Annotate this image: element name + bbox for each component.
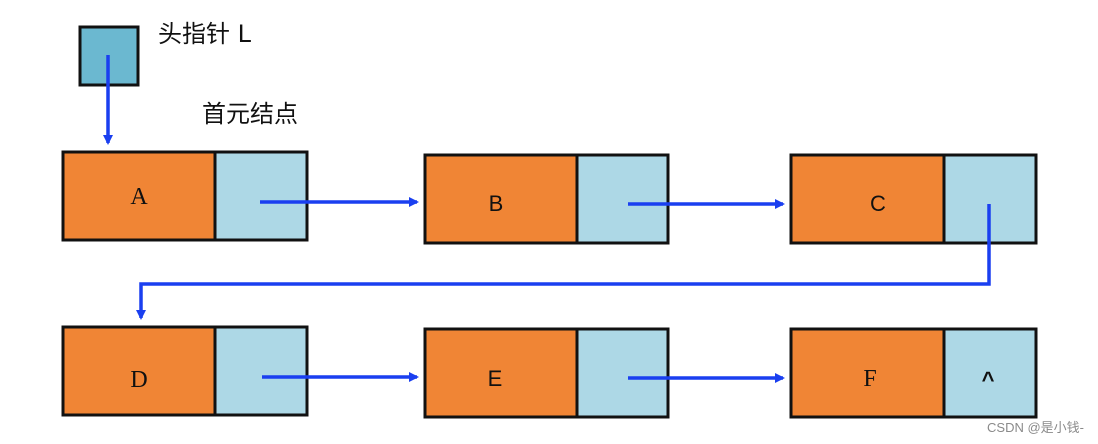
node-f-null-pointer: ^ [982, 367, 995, 392]
node-c-data-field [789, 153, 946, 245]
head-pointer-label: 头指针 L [158, 20, 252, 48]
node-f: F ^ [789, 327, 1038, 419]
node-c: C [789, 153, 1038, 245]
first-node-label: 首元结点 [202, 100, 298, 128]
node-f-pointer-field [942, 327, 1038, 419]
node-b-data: B [489, 191, 504, 216]
node-f-data-field [789, 327, 946, 419]
node-b: B [423, 153, 670, 245]
node-e-pointer-field [575, 327, 670, 419]
node-f-data: F [863, 366, 876, 392]
watermark: CSDN @是小钱- [987, 420, 1084, 435]
node-a-pointer-field [213, 150, 309, 242]
node-d-data-field [61, 325, 217, 417]
node-e-data: E [488, 366, 503, 391]
node-c-data: C [870, 191, 886, 216]
node-a-data-field [61, 150, 217, 242]
node-b-data-field [423, 153, 579, 245]
node-a: A [61, 150, 309, 242]
node-e: E [423, 327, 670, 419]
node-e-data-field [423, 327, 579, 419]
node-b-pointer-field [575, 153, 670, 245]
node-d-data: D [130, 367, 147, 393]
node-d: D [61, 325, 309, 417]
node-a-data: A [130, 184, 148, 210]
c-to-d-arrow [136, 204, 991, 320]
node-d-pointer-field [213, 325, 309, 417]
